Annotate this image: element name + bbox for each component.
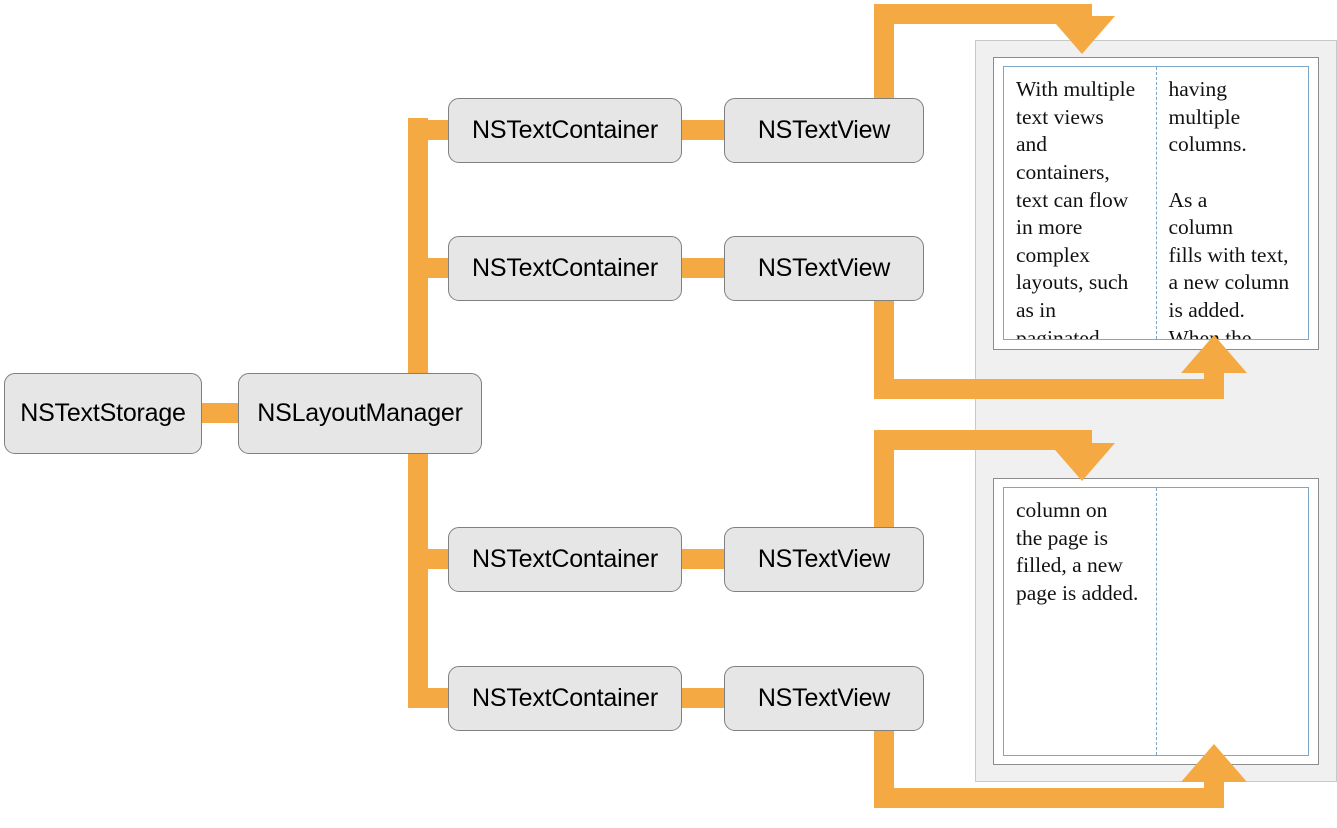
node-nstextview-2-label: NSTextView bbox=[757, 254, 891, 282]
arrow-into-page-one-bottom-head bbox=[1181, 335, 1247, 373]
node-nslayoutmanager-label: NSLayoutManager bbox=[257, 399, 463, 427]
page-two-column-right bbox=[1157, 488, 1309, 755]
arrow-view4-riser bbox=[1204, 781, 1224, 808]
arrow-view1-riser bbox=[874, 4, 894, 108]
node-nslayoutmanager[interactable]: NSLayoutManager bbox=[238, 373, 482, 454]
arrow-view2-descender bbox=[874, 296, 894, 380]
arrow-view4-crossbar bbox=[874, 788, 1224, 808]
node-nstextcontainer-2[interactable]: NSTextContainer bbox=[448, 236, 682, 301]
node-nstextstorage-label: NSTextStorage bbox=[20, 399, 186, 427]
page-two-text-frame: column on the page is filled, a new page… bbox=[1003, 487, 1309, 756]
node-nstextcontainer-4[interactable]: NSTextContainer bbox=[448, 666, 682, 731]
connector-container-4-to-view-4 bbox=[676, 688, 730, 708]
arrow-into-page-one-head bbox=[1049, 16, 1115, 54]
connector-trunk-to-container-1 bbox=[408, 120, 460, 140]
arrow-into-page-two-head bbox=[1049, 443, 1115, 481]
node-nstextstorage[interactable]: NSTextStorage bbox=[4, 373, 202, 454]
node-nstextview-3[interactable]: NSTextView bbox=[724, 527, 924, 592]
arrow-view3-crossbar bbox=[874, 430, 1082, 450]
arrow-view1-descender bbox=[1072, 4, 1092, 16]
arrow-view1-crossbar bbox=[874, 4, 1082, 24]
node-nstextcontainer-1-label: NSTextContainer bbox=[472, 116, 658, 144]
arrow-view2-riser bbox=[1204, 372, 1224, 399]
node-nstextview-3-label: NSTextView bbox=[757, 545, 891, 573]
arrow-into-page-two-bottom-head bbox=[1181, 744, 1247, 782]
connector-container-3-to-view-3 bbox=[676, 549, 730, 569]
node-nstextcontainer-2-label: NSTextContainer bbox=[472, 254, 658, 282]
page-two-column-left: column on the page is filled, a new page… bbox=[1004, 488, 1157, 755]
arrow-view2-crossbar bbox=[874, 379, 1224, 399]
node-nstextview-4[interactable]: NSTextView bbox=[724, 666, 924, 731]
page-one-column-left: With multiple text views and containers,… bbox=[1004, 67, 1157, 339]
connector-trunk-to-container-2 bbox=[408, 258, 460, 278]
node-nstextview-1[interactable]: NSTextView bbox=[724, 98, 924, 163]
connector-trunk-to-container-3 bbox=[408, 549, 460, 569]
node-nstextcontainer-3[interactable]: NSTextContainer bbox=[448, 527, 682, 592]
node-nstextcontainer-1[interactable]: NSTextContainer bbox=[448, 98, 682, 163]
node-nstextview-1-label: NSTextView bbox=[757, 116, 891, 144]
node-nstextcontainer-3-label: NSTextContainer bbox=[472, 545, 658, 573]
connector-container-1-to-view-1 bbox=[676, 120, 730, 140]
connector-storage-to-layoutmanager bbox=[200, 403, 248, 423]
page-one-column-right: having multiple columns. As a column fil… bbox=[1168, 77, 1290, 339]
page-one-text-frame: With multiple text views and containers,… bbox=[1003, 66, 1309, 340]
node-nstextview-2[interactable]: NSTextView bbox=[724, 236, 924, 301]
node-nstextcontainer-4-label: NSTextContainer bbox=[472, 684, 658, 712]
arrow-view3-riser bbox=[874, 430, 894, 535]
connector-trunk-to-container-4 bbox=[408, 688, 460, 708]
arrow-view4-descender bbox=[874, 722, 894, 808]
node-nstextview-4-label: NSTextView bbox=[757, 684, 891, 712]
connector-container-2-to-view-2 bbox=[676, 258, 730, 278]
arrow-view3-descender bbox=[1072, 430, 1092, 443]
